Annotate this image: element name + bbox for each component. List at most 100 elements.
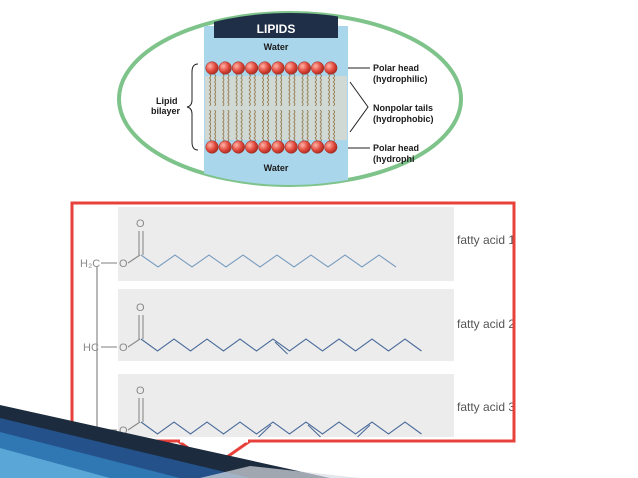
polar-head xyxy=(297,61,311,75)
lipid-tail xyxy=(293,109,296,143)
polar-head xyxy=(284,140,298,154)
polar-head xyxy=(297,140,311,154)
lipid-tail xyxy=(274,109,278,143)
lipid-tail xyxy=(274,73,278,107)
lipid-tail xyxy=(240,109,243,143)
lipid-tail xyxy=(332,109,335,143)
lipid-tail xyxy=(314,73,317,107)
lipid-tail xyxy=(288,73,291,107)
polar-head xyxy=(231,140,245,154)
lipid-tail xyxy=(319,109,322,143)
membrane-diagram: LIPIDS Water Water Lipid bilayer Polar h… xyxy=(117,11,463,187)
bilayer-label-2: bilayer xyxy=(151,106,181,116)
lipid-tail xyxy=(253,109,256,143)
polar-head-top-sub: (hydrophilic) xyxy=(373,74,428,84)
lipid-tail xyxy=(213,109,217,143)
polar-head xyxy=(205,140,219,154)
lipid-tail xyxy=(306,73,309,107)
band-1 xyxy=(118,207,454,281)
lipid-tail xyxy=(327,73,330,107)
fatty-acid-label: fatty acid 2 xyxy=(457,317,515,331)
lipid-tail xyxy=(279,73,283,107)
polar-head xyxy=(324,140,338,154)
lipid-tail xyxy=(208,73,212,107)
lipid-tail xyxy=(227,73,230,107)
polar-head xyxy=(218,140,232,154)
hydrocarbon-chain xyxy=(140,421,422,435)
polar-head xyxy=(245,61,259,75)
lipid-tail xyxy=(235,73,238,107)
carbonyl-oxygen: O xyxy=(136,385,145,397)
band-3 xyxy=(118,374,454,437)
lipid-tail xyxy=(248,109,251,143)
polar-head xyxy=(245,140,259,154)
nonpolar-sub: (hydrophobic) xyxy=(373,114,434,124)
polar-head xyxy=(271,140,285,154)
lipid-tail xyxy=(319,73,322,107)
lipid-tail xyxy=(314,109,317,143)
panel-border xyxy=(70,201,516,443)
lipid-tail xyxy=(222,109,225,143)
lipid-tail xyxy=(279,109,283,143)
nonpolar-label: Nonpolar tails xyxy=(373,103,433,113)
polar-head xyxy=(311,61,325,75)
lipid-tail xyxy=(248,73,251,107)
lipid-tail xyxy=(213,73,217,107)
polar-head xyxy=(218,61,232,75)
polar-head xyxy=(258,61,272,75)
carbonyl-oxygen: O xyxy=(136,302,145,314)
polar-head-top-label: Polar head xyxy=(373,63,419,73)
fatty-acid-label: fatty acid 1 xyxy=(457,233,515,247)
polar-head-bottom-sub: (hydrophi xyxy=(373,154,415,164)
lipid-tail xyxy=(253,73,256,107)
hydrocarbon-chain xyxy=(140,254,397,268)
polar-head xyxy=(271,61,285,75)
polar-head xyxy=(284,61,298,75)
lipid-tail xyxy=(266,73,269,107)
ester-oxygen: O xyxy=(119,258,128,270)
polar-head xyxy=(324,61,338,75)
polar-heads-bottom xyxy=(205,140,338,154)
carbonyl-oxygen: O xyxy=(136,218,145,230)
band-2 xyxy=(118,289,454,361)
double-bond xyxy=(357,424,371,438)
lipid-tail xyxy=(266,109,269,143)
bilayer-bracket xyxy=(186,63,199,151)
lipid-tail xyxy=(222,73,225,107)
polar-heads-top xyxy=(205,61,338,75)
lipid-tail xyxy=(306,109,309,143)
double-bond xyxy=(258,424,272,438)
polar-head xyxy=(231,61,245,75)
hydrocarbon-chain xyxy=(140,338,422,352)
lipid-tail xyxy=(332,73,335,107)
lipid-tail xyxy=(301,109,304,143)
ester-oxygen: O xyxy=(119,425,128,437)
lipid-tail xyxy=(288,109,291,143)
glycerol-carbon: H₂C xyxy=(80,258,100,270)
polar-head xyxy=(258,140,272,154)
lipid-tail xyxy=(261,73,264,107)
membrane-title: LIPIDS xyxy=(257,22,296,36)
polar-head xyxy=(311,140,325,154)
water-bottom-label: Water xyxy=(264,163,289,173)
bilayer-label-1: Lipid xyxy=(156,96,178,106)
lipid-tail xyxy=(240,73,243,107)
polar-head xyxy=(205,61,219,75)
ester-oxygen: O xyxy=(119,342,128,354)
lipid-tail xyxy=(327,109,330,143)
lipid-tail xyxy=(301,73,304,107)
fatty-acid-label: fatty acid 3 xyxy=(457,400,515,414)
corner-decoration xyxy=(0,405,360,478)
water-top-label: Water xyxy=(264,42,289,52)
lipid-tail xyxy=(208,109,212,143)
lipid-tail xyxy=(261,109,264,143)
lipid-tail xyxy=(227,109,230,143)
glycerol-carbon: HC xyxy=(83,342,99,354)
polar-head-bottom-label: Polar head xyxy=(373,143,419,153)
lipid-tail xyxy=(293,73,296,107)
lipid-tail xyxy=(235,109,238,143)
